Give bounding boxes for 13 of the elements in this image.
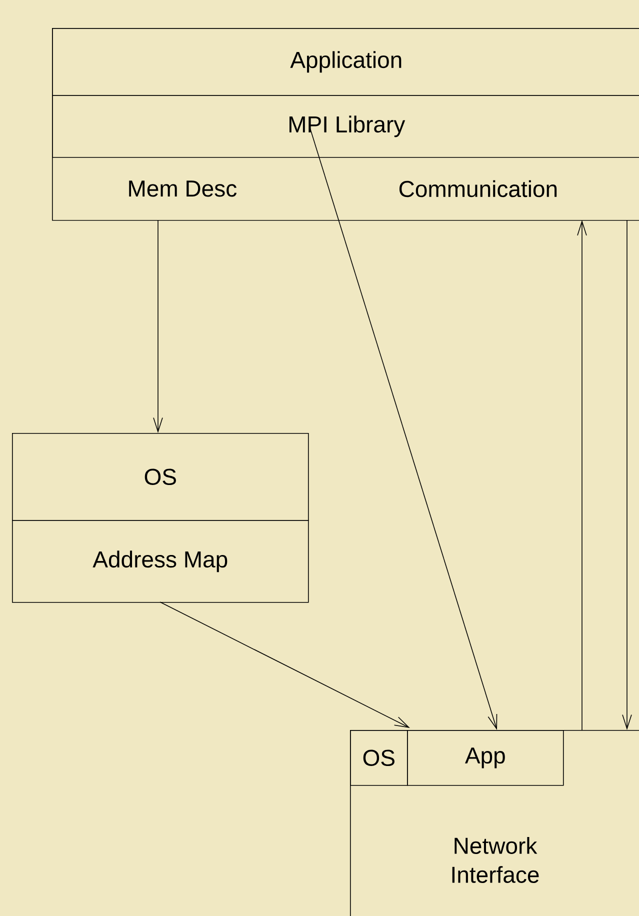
layer-box: OS [12,433,309,521]
layer-label: Mem Desc [129,180,237,197]
layer-box: Application [52,28,639,96]
component-box: App [407,730,564,786]
component-box: OS [350,730,408,786]
layer-box: MPI Library [52,95,639,158]
arrow [577,220,587,730]
arrow [153,220,163,433]
layer-label: Communication [399,180,557,198]
arrow [160,602,410,728]
layer-box: Address Map [12,520,309,603]
arrow [310,128,498,730]
arrow [622,220,632,730]
